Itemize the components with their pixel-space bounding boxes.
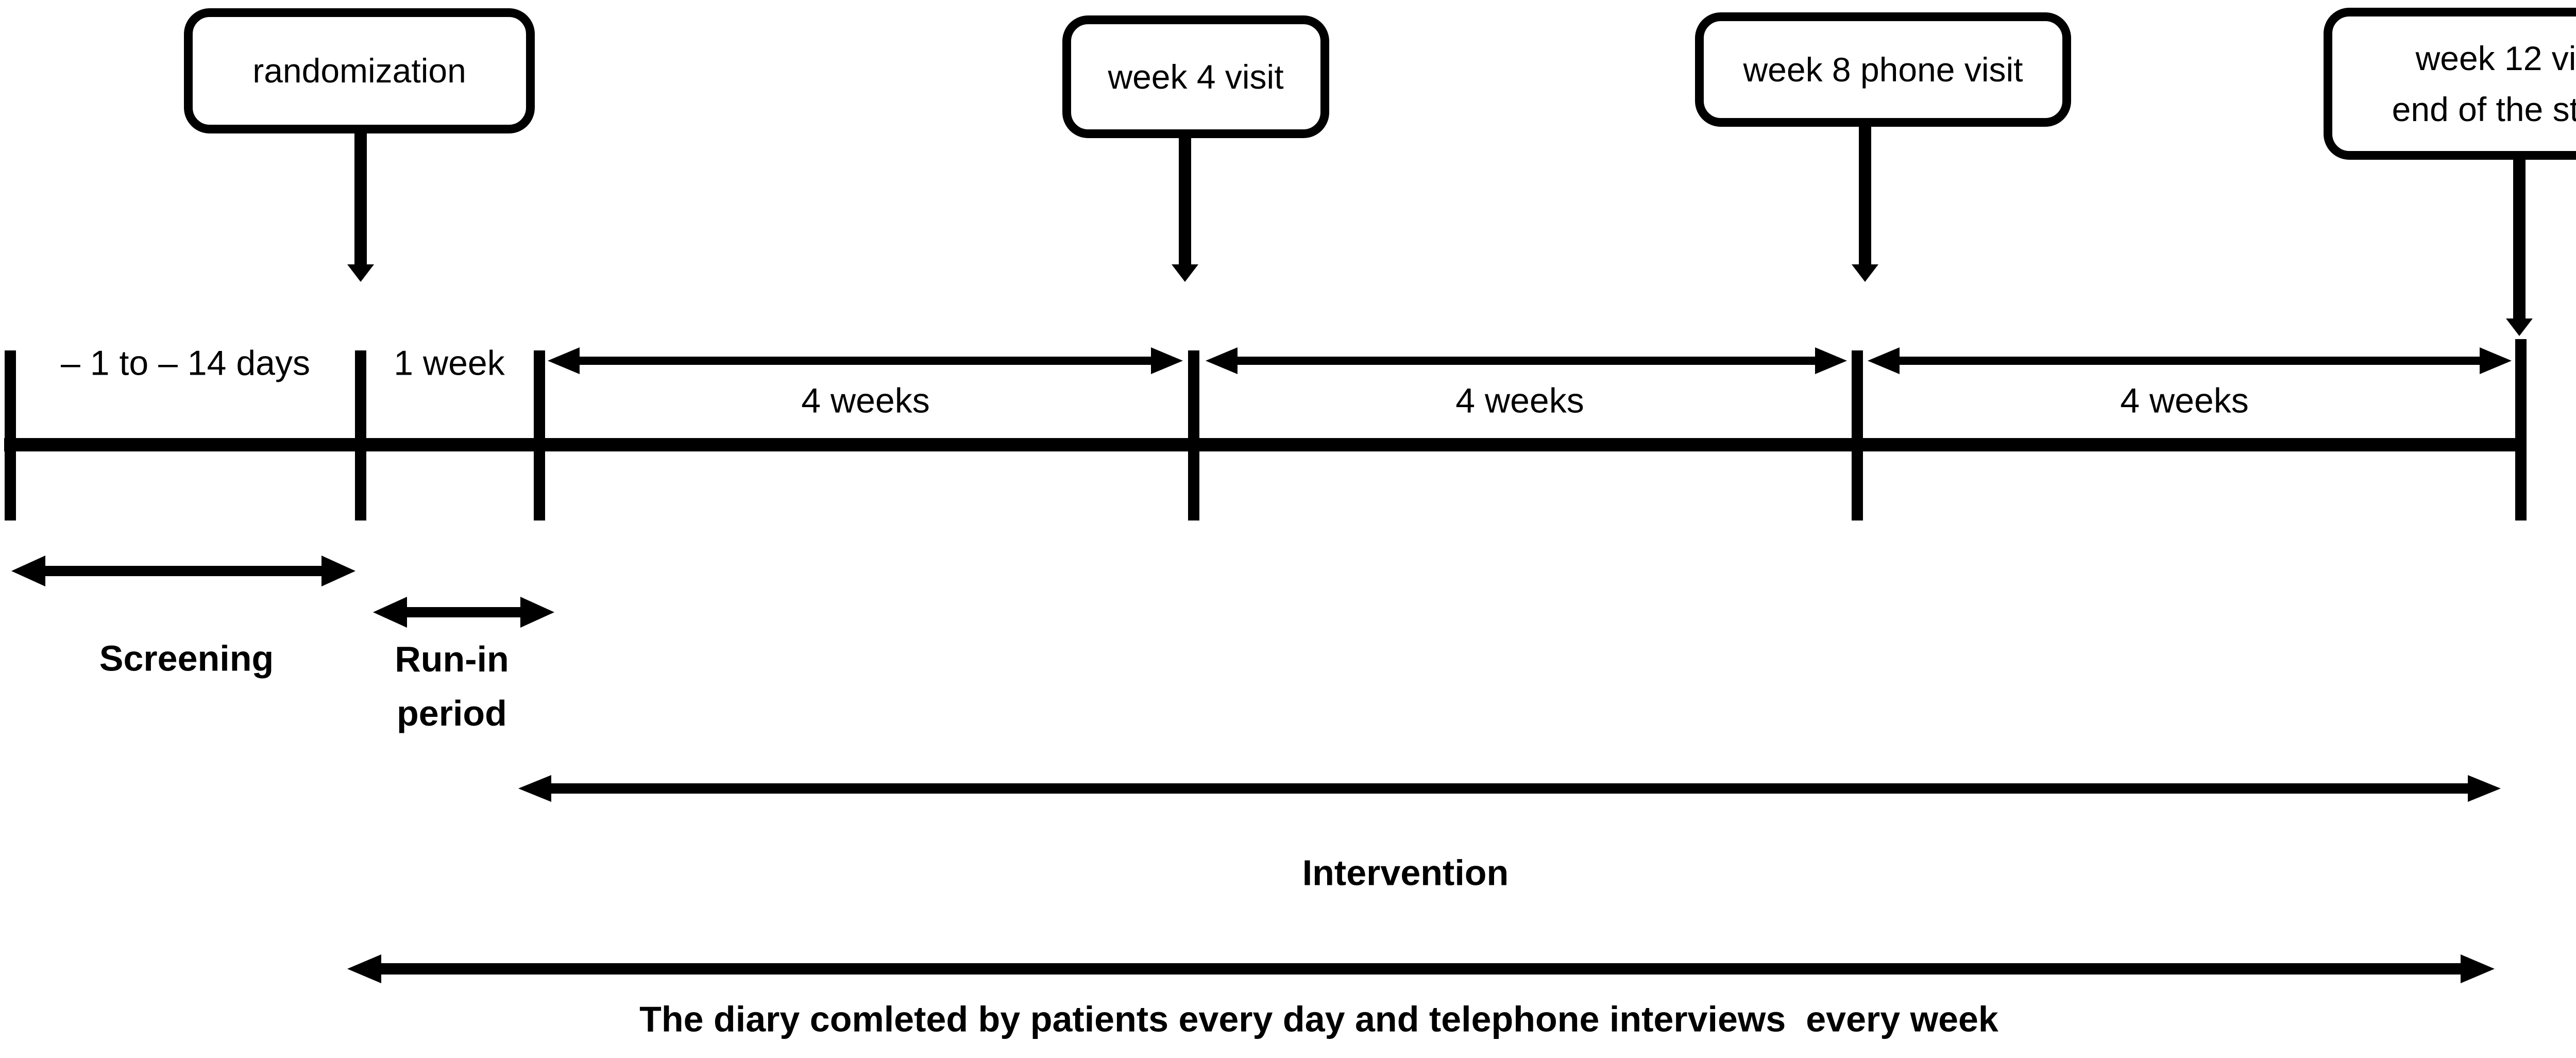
diary-range-arrow — [347, 954, 2495, 983]
run-in-label-line2: period — [397, 693, 507, 733]
run-in-label-line1: Run-in — [395, 639, 509, 679]
timeline-tick-start — [5, 350, 16, 520]
screening-range-arrow — [11, 556, 355, 586]
event-box-week12-end-of-study: week 12 visit end of the study — [2324, 8, 2576, 160]
down-arrow-stem — [1179, 137, 1191, 265]
right-arrowhead-icon — [2468, 775, 2501, 802]
timeline-tick-intervention-start — [534, 350, 545, 520]
segment-arrow-4weeks-1 — [548, 347, 1183, 374]
right-arrowhead-icon — [520, 597, 554, 628]
event-box-label: week 8 phone visit — [1743, 50, 2023, 89]
left-arrowhead-icon — [1868, 347, 1900, 374]
event-box-label: week 4 visit — [1108, 57, 1284, 96]
event-box-label-line2: end of the study — [2392, 90, 2576, 128]
diary-label: The diary comleted by patients every day… — [639, 999, 1998, 1039]
down-arrow-stem — [2513, 159, 2526, 320]
left-arrowhead-icon — [518, 775, 551, 802]
left-arrowhead-icon — [347, 954, 381, 983]
arrow-shaft — [405, 607, 522, 617]
left-arrowhead-icon — [11, 556, 45, 586]
event-box-label: week 12 visit end of the study — [2392, 33, 2576, 135]
right-arrowhead-icon — [1815, 347, 1847, 374]
down-arrowhead-icon — [2506, 318, 2533, 336]
arrow-shaft — [577, 357, 1154, 365]
down-arrowhead-icon — [347, 264, 374, 282]
segment-label-4weeks-2: 4 weeks — [1455, 381, 1584, 421]
down-arrow-randomization — [347, 131, 374, 282]
event-box-label: randomization — [252, 52, 466, 90]
event-box-week4-visit: week 4 visit — [1062, 15, 1329, 138]
screening-label: Screening — [99, 638, 274, 679]
intervention-range-arrow — [518, 775, 2501, 802]
segment-label-4weeks-1: 4 weeks — [801, 381, 930, 421]
timeline-tick-week8 — [1852, 350, 1863, 520]
event-box-randomization: randomization — [184, 8, 535, 133]
segment-arrow-4weeks-2 — [1206, 347, 1847, 374]
down-arrow-week8 — [1852, 126, 1878, 282]
down-arrow-week4 — [1172, 137, 1198, 282]
timeline-tick-week4 — [1188, 350, 1199, 520]
segment-arrow-4weeks-3 — [1868, 347, 2512, 374]
timeline-tick-randomization — [355, 350, 366, 520]
intervention-label: Intervention — [1302, 852, 1509, 893]
run-in-period-label: Run-in period — [395, 632, 509, 741]
arrow-shaft — [549, 783, 2470, 794]
arrow-shaft — [43, 566, 324, 576]
down-arrow-stem — [354, 131, 367, 265]
segment-label-run-in-week: 1 week — [394, 343, 505, 383]
right-arrowhead-icon — [2461, 954, 2495, 983]
down-arrow-week12 — [2506, 159, 2533, 336]
left-arrowhead-icon — [373, 597, 407, 628]
left-arrowhead-icon — [548, 347, 580, 374]
right-arrowhead-icon — [321, 556, 355, 586]
arrow-shaft — [1897, 357, 2482, 365]
left-arrowhead-icon — [1206, 347, 1238, 374]
segment-label-4weeks-3: 4 weeks — [2120, 381, 2249, 421]
right-arrowhead-icon — [1151, 347, 1183, 374]
run-in-range-arrow — [373, 597, 554, 628]
timeline-bar — [4, 438, 2527, 451]
timeline-tick-week12-end — [2515, 339, 2527, 520]
right-arrowhead-icon — [2480, 347, 2512, 374]
arrow-shaft — [1235, 357, 1818, 365]
segment-label-screening-days: – 1 to – 14 days — [61, 343, 310, 383]
event-box-week8-phone-visit: week 8 phone visit — [1695, 12, 2071, 127]
down-arrowhead-icon — [1852, 264, 1878, 282]
event-box-label-line1: week 12 visit — [2415, 39, 2576, 77]
down-arrowhead-icon — [1172, 264, 1198, 282]
arrow-shaft — [379, 963, 2463, 975]
down-arrow-stem — [1859, 126, 1871, 265]
